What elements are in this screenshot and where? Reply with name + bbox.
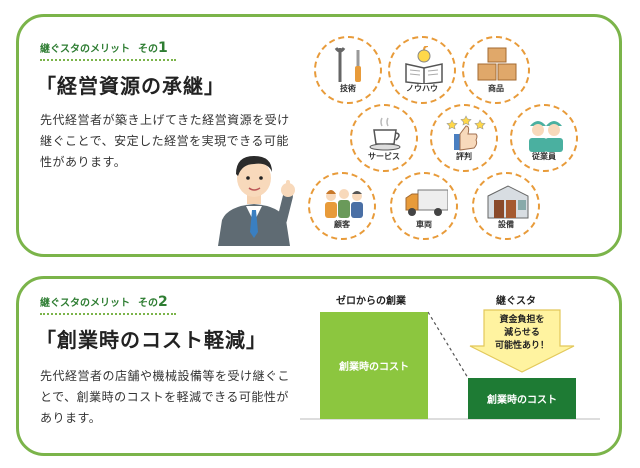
callout-line-3: 可能性あり！ [494, 341, 549, 351]
tagline-text: 継ぐスタのメリット [40, 298, 130, 309]
thumbs-up-stars-icon [446, 115, 486, 151]
bar-label: 創業時のコスト [487, 395, 557, 406]
tagline-prefix: その [138, 44, 158, 55]
notebook-icon [405, 46, 443, 84]
resource-label: 設備 [498, 220, 514, 229]
resource-equipment: 設備 [472, 172, 540, 240]
customers-icon [325, 189, 363, 218]
tagline-prefix: その [138, 298, 158, 309]
tagline-text: 継ぐスタのメリット [40, 44, 130, 55]
resource-label: 従業員 [532, 152, 556, 161]
resource-employees: 従業員 [510, 104, 578, 172]
factory-icon [487, 185, 529, 219]
cost-callout-text: 資金負担を 減らせる 可能性あり！ [466, 314, 578, 353]
zero-start-title: ゼロからの創業 [336, 296, 406, 307]
resource-vehicles: 車両 [390, 172, 458, 240]
resource-label: サービス [368, 152, 400, 161]
boxes-icon [477, 47, 517, 81]
resource-label: 商品 [488, 84, 504, 93]
truck-icon [405, 189, 448, 216]
cost-comparison-graphic [300, 311, 600, 420]
resource-label: 顧客 [334, 220, 350, 229]
zero-start-cost-bar: 創業時のコスト [320, 312, 428, 419]
merit-2-tagline: 継ぐスタのメリットその2 [40, 294, 176, 315]
resource-technology: 技術 [314, 36, 382, 104]
merit-1-body: 先代経営者が築き上げてきた経営資源を受け継ぐことで、安定した経営を実現できる可能… [40, 113, 290, 169]
resource-label: 車両 [416, 220, 432, 229]
tools-icon [334, 47, 361, 82]
merit-1-tagline: 継ぐスタのメリットその1 [40, 40, 176, 61]
resource-products: 商品 [462, 36, 530, 104]
resource-label: ノウハウ [406, 84, 438, 93]
reduction-arrow-callout [469, 309, 575, 373]
resource-customers: 顧客 [308, 172, 376, 240]
callout-line-1: 資金負担を [499, 315, 545, 325]
businessman-illustration [218, 156, 295, 246]
tagline-number: 1 [158, 40, 168, 56]
callout-line-2: 減らせる [504, 328, 540, 338]
workers-icon [529, 121, 563, 152]
tagline-number: 2 [158, 294, 168, 310]
tsugusta-cost-bar: 創業時のコスト [468, 378, 576, 419]
resource-reputation: 評判 [430, 104, 498, 172]
resource-service: サービス [350, 104, 418, 172]
tsugusta-title: 継ぐスタ [496, 296, 536, 307]
resource-knowhow: ノウハウ [388, 36, 456, 104]
merit-2-heading: 「創業時のコスト軽減」 [36, 328, 267, 352]
bar-label: 創業時のコスト [339, 362, 409, 373]
coffee-cup-icon [369, 117, 401, 151]
resource-label: 技術 [340, 84, 356, 93]
merit-1-heading: 「経営資源の承継」 [36, 74, 225, 98]
merit-2-body: 先代経営者の店舗や機械設備等を受け継ぐことで、創業時のコストを軽減できる可能性が… [40, 369, 291, 425]
resource-label: 評判 [456, 152, 472, 161]
